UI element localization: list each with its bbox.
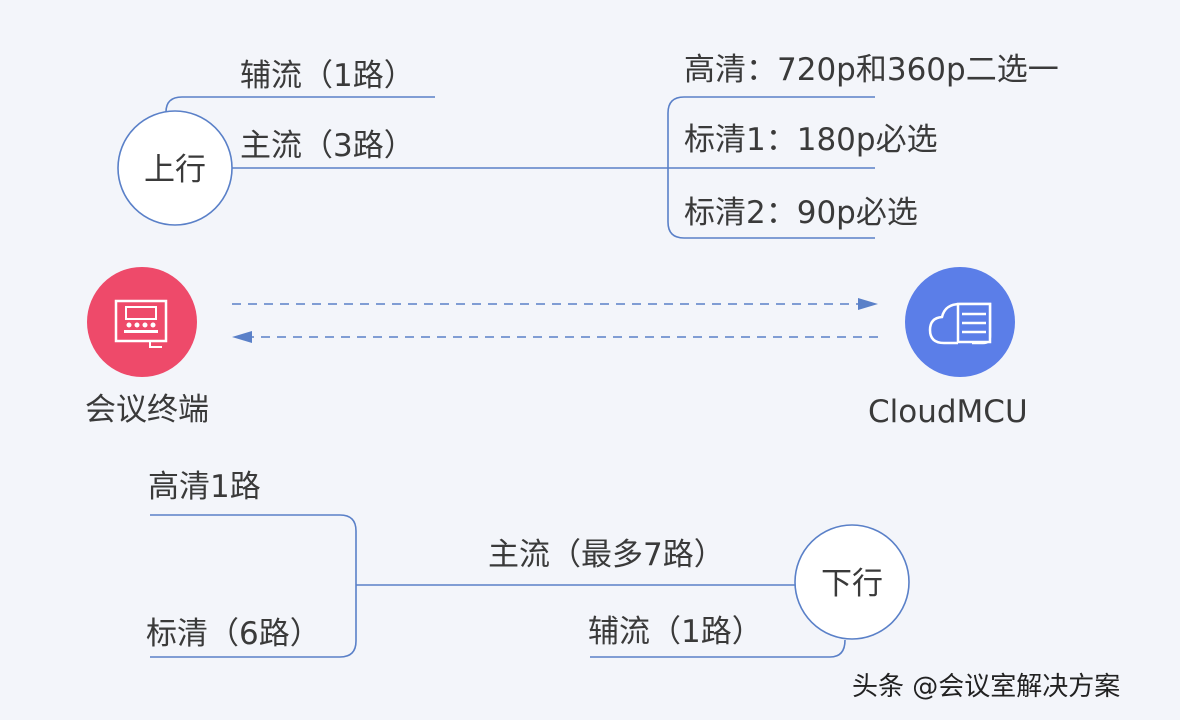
uplink-aux-branch xyxy=(165,96,435,113)
downlink-aux-label: 辅流（1路） xyxy=(588,614,763,650)
uplink-sd1-label: 标清1：180p必选 xyxy=(684,122,938,158)
uplink-aux-label: 辅流（1路） xyxy=(240,58,415,94)
downlink-label: 下行 xyxy=(821,566,883,602)
downlink-hd-label: 高清1路 xyxy=(148,469,261,505)
downlink-main-bracket xyxy=(150,514,795,658)
uplink-label: 上行 xyxy=(144,152,206,188)
uplink-sd2-label: 标清2：90p必选 xyxy=(684,195,918,231)
downlink-aux-branch xyxy=(590,639,846,658)
uplink-resolution-bracket xyxy=(667,96,875,239)
watermark: 头条 @会议室解决方案 xyxy=(852,672,1120,702)
uplink-main-label: 主流（3路） xyxy=(240,128,415,164)
cloud-server-icon xyxy=(905,267,1015,377)
mcu-label: CloudMCU xyxy=(868,394,1028,430)
downlink-node xyxy=(794,524,910,640)
downlink-sd-label: 标清（6路） xyxy=(146,616,321,652)
arrow-head-right xyxy=(858,298,878,310)
terminal-label: 会议终端 xyxy=(85,392,209,428)
uplink-node xyxy=(117,110,233,226)
downlink-main-label: 主流（最多7路） xyxy=(488,537,725,573)
uplink-hd-label: 高清：720p和360p二选一 xyxy=(684,52,1059,88)
conference-terminal-icon xyxy=(87,267,197,377)
arrow-head-left xyxy=(232,331,252,343)
